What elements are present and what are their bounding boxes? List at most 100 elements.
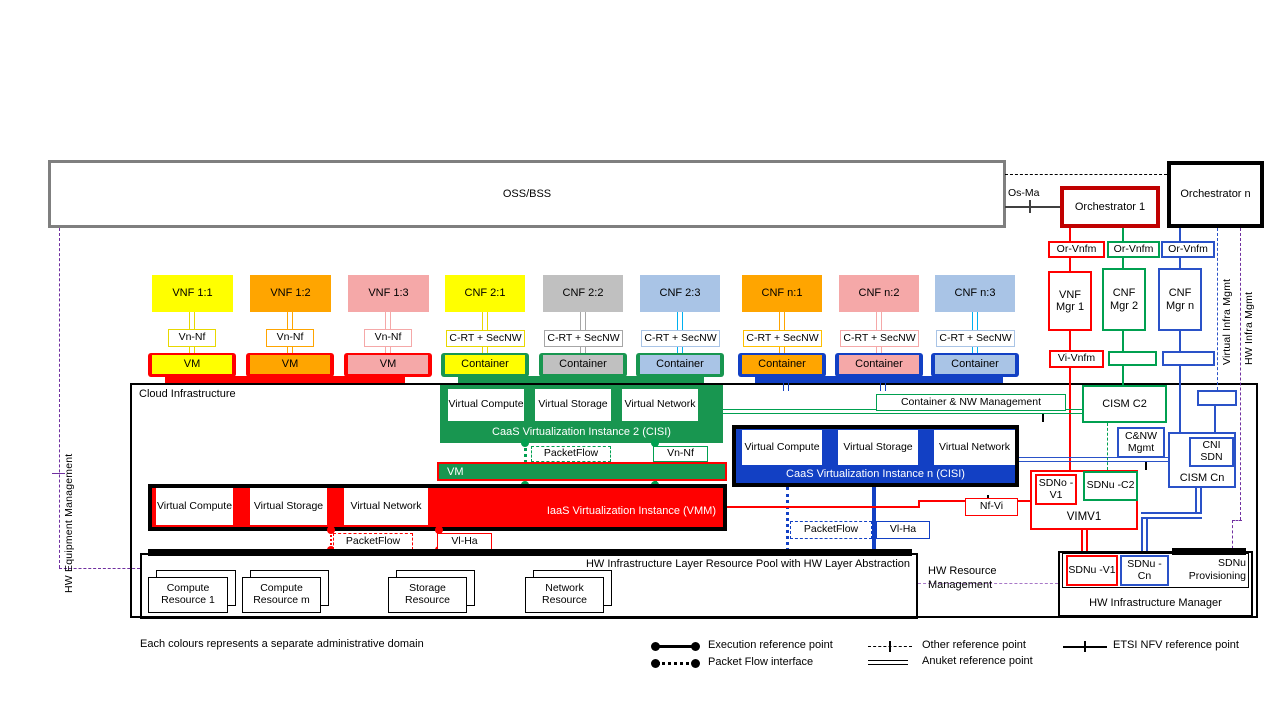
caasn-label-text: CaaS Virtualization Instance n (CISI) <box>786 467 965 480</box>
network-resource-label: Network Resource <box>542 582 587 606</box>
caasn-vlha-text: Vl-Ha <box>889 523 917 536</box>
or-vnfm-2-label: Or-Vnfm <box>1107 241 1160 258</box>
caasn-label: CaaS Virtualization Instance n (CISI) <box>732 466 1019 482</box>
caasn-bar-stub-1 <box>783 383 789 391</box>
legend-etsi-tick <box>1084 641 1086 652</box>
virtual-infra-empty-box <box>1197 390 1237 406</box>
caas2-label-text: CaaS Virtualization Instance 2 (CISI) <box>492 425 671 438</box>
legend-execution-dot-left <box>651 642 660 651</box>
orchestrator-n-label: Orchestrator n <box>1180 188 1251 201</box>
cnf-2-1-label: CNF 2:1 <box>464 287 506 300</box>
nfvi-line-1 <box>727 506 920 508</box>
cismcn-pipe-h <box>1141 512 1202 519</box>
hw-pool-box <box>140 553 918 619</box>
vm-1-label: VM <box>183 358 201 371</box>
legend-anuket-line <box>868 660 908 665</box>
hw-infra-mgmt-dashed-elbow-h <box>1232 520 1242 521</box>
caas2-vnnf-dot-top <box>651 439 659 447</box>
container-n2-box: Container <box>839 355 919 374</box>
cnf-n-1-label: CNF n:1 <box>761 287 803 300</box>
caas2-virtual-network-label: Virtual Network <box>624 398 696 411</box>
caas2-vnnf-text: Vn-Nf <box>667 447 694 460</box>
container-n1-box: Container <box>742 355 822 374</box>
nfvi-label: Nf-Vi <box>965 498 1018 516</box>
os-ma-tick <box>1029 200 1031 213</box>
admin-domain-note: Each colours represents a separate admin… <box>140 638 424 650</box>
cnf-2-3-box: CNF 2:3 <box>640 275 720 312</box>
vm-bar: VM <box>437 462 727 481</box>
vm-domain-bar <box>165 376 405 383</box>
vm-1-box: VM <box>152 355 232 374</box>
hw-resource-mgmt-label: HW Resource Management <box>928 565 997 591</box>
cni-sdn-box: CNI SDN <box>1189 437 1234 467</box>
vimv1-text: VIMV1 <box>1066 510 1102 523</box>
cnw-mgmt-label: C&NW Mgmt <box>1124 429 1158 454</box>
caas2-virtual-storage-label: Virtual Storage <box>538 398 608 411</box>
empty-to-cni-line <box>1214 406 1216 438</box>
legend-other-label: Other reference point <box>922 639 1026 651</box>
vnf-1-3-label: VNF 1:3 <box>368 287 409 300</box>
vm-2-label: VM <box>281 358 299 371</box>
caas2-packetflow-dot-top <box>521 439 529 447</box>
compute-resource-1-label: Compute Resource 1 <box>161 582 215 606</box>
legend-etsi-label: ETSI NFV reference point <box>1113 639 1239 651</box>
vnf-1-2-label: VNF 1:2 <box>270 287 311 300</box>
crt-secnw-n3-label: C-RT + SecNW <box>936 330 1015 347</box>
vi-vnfm-label: Vi-Vnfm <box>1049 350 1104 368</box>
vnf-1-3-box: VNF 1:3 <box>348 275 429 312</box>
cism-c2-label: CISM C2 <box>1102 397 1147 410</box>
iaas-vlha-dot-top <box>435 526 443 534</box>
cnf-mgr-n-label: CNF Mgr n <box>1165 287 1195 312</box>
vi-cnfm-n-empty-box <box>1162 351 1215 366</box>
iaas-packetflow-line <box>330 531 332 549</box>
caasn-virtual-network-label: Virtual Network <box>939 440 1010 453</box>
orchestrator-n-box: Orchestrator n <box>1167 161 1264 228</box>
compute-resource-1: Compute Resource 1 <box>148 577 228 613</box>
caasn-vlha-label: Vl-Ha <box>876 521 930 539</box>
sdnu-v1-label: SDNu -V1 <box>1068 563 1116 576</box>
hw-equipment-mgmt-dashed-v <box>59 228 60 568</box>
hw-infra-manager-label: HW Infrastructure Manager <box>1058 594 1253 612</box>
or-vnfm-1-label: Or-Vnfm <box>1048 241 1105 258</box>
crt-secnw-n1-text: C-RT + SecNW <box>746 331 819 344</box>
vn-nf-2-label: Vn-Nf <box>266 329 314 347</box>
caasn-virtual-storage: Virtual Storage <box>838 430 918 465</box>
cismcn-pipe-v1 <box>1195 488 1202 519</box>
container-23-box: Container <box>640 355 720 374</box>
legend-packetflow-label: Packet Flow interface <box>708 656 814 668</box>
vnf-1-1-label: VNF 1:1 <box>172 287 213 300</box>
vi-cnfm-2-empty-box <box>1108 351 1157 366</box>
vn-nf-1-text: Vn-Nf <box>178 331 206 344</box>
compute-resource-m-label: Compute Resource m <box>253 582 310 606</box>
legend-anuket-label: Anuket reference point <box>922 655 1033 667</box>
cnf-n-1-box: CNF n:1 <box>742 275 822 312</box>
sdnu-v1-box: SDNu -V1 <box>1066 555 1118 586</box>
storage-resource-label: Storage Resource <box>405 582 450 606</box>
orchestrator-1-box: Orchestrator 1 <box>1060 186 1160 228</box>
cism-c2-box: CISM C2 <box>1082 385 1167 423</box>
oss-bss-label: OSS/BSS <box>502 187 552 200</box>
caasn-virtual-compute: Virtual Compute <box>742 430 822 465</box>
virtual-infra-mgmt-label: Virtual Infra Mgmt <box>1221 278 1233 365</box>
vm-3-label: VM <box>379 358 397 371</box>
legend-execution-dot-right <box>691 642 700 651</box>
hw-pool-label: HW Infrastructure Layer Resource Pool wi… <box>585 558 910 570</box>
sdno-v1-box: SDNo -V1 <box>1035 474 1077 505</box>
legend-packetflow-dot-right <box>691 659 700 668</box>
vnf-1-1-box: VNF 1:1 <box>152 275 233 312</box>
cnf-n-2-label: CNF n:2 <box>858 287 900 300</box>
iaas-packetflow-text: PacketFlow <box>345 534 401 547</box>
cnf-n-3-label: CNF n:3 <box>954 287 996 300</box>
vn-nf-3-label: Vn-Nf <box>364 329 412 347</box>
crt-secnw-21-text: C-RT + SecNW <box>449 331 522 344</box>
container-23-label: Container <box>656 358 704 371</box>
cnf-n-2-box: CNF n:2 <box>839 275 919 312</box>
crt-secnw-21-label: C-RT + SecNW <box>446 330 525 347</box>
legend-other-tick <box>889 641 891 652</box>
container-21-label: Container <box>461 358 509 371</box>
or-vnfm-n-label: Or-Vnfm <box>1161 241 1215 258</box>
cnf-2-3-label: CNF 2:3 <box>659 287 701 300</box>
hw-infra-manager-text: HW Infrastructure Manager <box>1089 596 1222 609</box>
vm-2-box: VM <box>250 355 330 374</box>
container-n3-label: Container <box>951 358 999 371</box>
